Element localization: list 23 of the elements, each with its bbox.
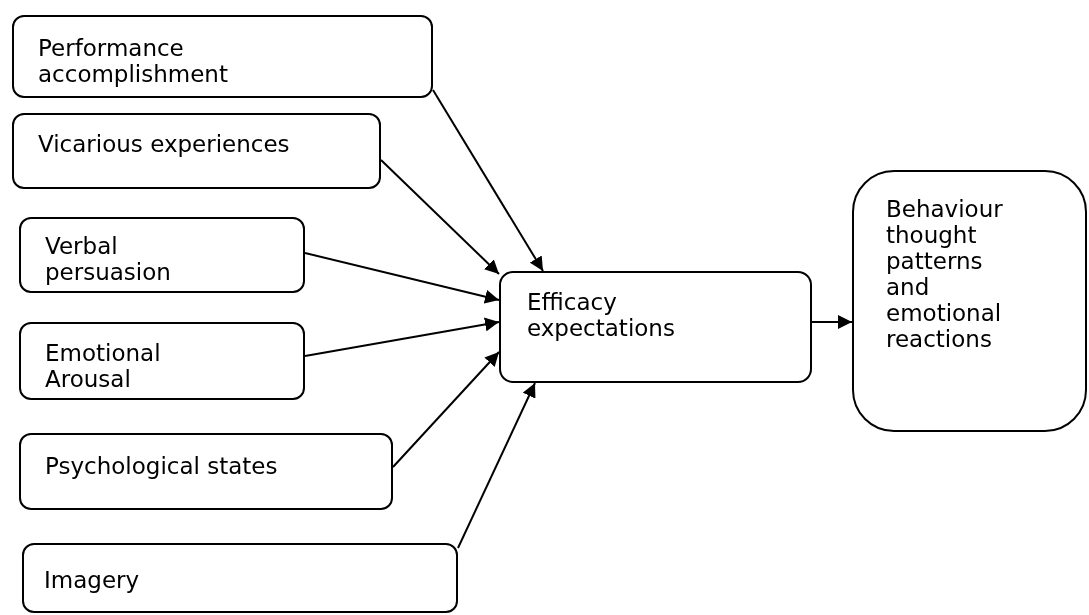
rounded-box <box>12 113 381 189</box>
arrow <box>392 351 500 468</box>
rounded-box <box>19 322 305 400</box>
arrow <box>457 382 536 549</box>
node-label: Psychological states <box>45 453 279 479</box>
node-label: Emotional Arousal <box>45 340 162 392</box>
rounded-box <box>499 271 812 383</box>
arrow <box>304 317 500 357</box>
rounded-box <box>12 15 433 98</box>
node-label: Vicarious experiences <box>38 131 291 157</box>
arrow <box>304 252 500 304</box>
node-label: Efficacy expectations <box>527 289 676 341</box>
rounded-box <box>19 217 305 293</box>
rounded-box <box>22 543 458 613</box>
rounded-box <box>19 433 393 510</box>
node-label: Imagery <box>44 567 141 593</box>
node-label: Verbal persuasion <box>45 233 172 285</box>
arrow <box>811 315 853 329</box>
node-label: Behaviour thought patterns and emotional reactions <box>886 196 1004 352</box>
arrow <box>380 159 500 275</box>
node-label: Performance accomplishment <box>38 35 229 87</box>
rounded-box <box>852 170 1087 432</box>
arrow <box>432 89 544 272</box>
